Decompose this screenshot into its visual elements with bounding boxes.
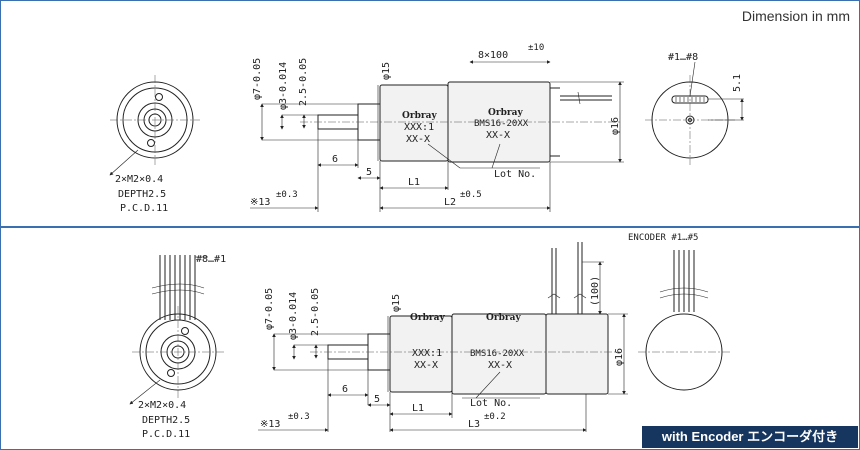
bottom-d3-label: φ3-0.014 [288, 292, 299, 340]
top-gearhead-code: XX-X [406, 134, 430, 145]
top-L1-label: L1 [408, 177, 420, 188]
bottom-holes-label: 2×M2×0.4 [138, 400, 186, 411]
top-holes-label: 2×M2×0.4 [115, 174, 163, 185]
top-motor-model: BMS16-20XX [474, 119, 529, 129]
bottom-d25-label: 2.5-0.05 [310, 288, 321, 336]
top-d7-label: φ7-0.05 [252, 58, 263, 100]
top-L2-label: L2 [444, 197, 456, 208]
bottom-l13-tol: ±0.3 [288, 412, 310, 422]
bottom-d16-label: φ16 [614, 348, 625, 366]
bottom-gearhead-brand: Orbray [410, 313, 445, 323]
top-pcd-label: P.C.D.11 [120, 203, 168, 214]
top-d5-label: 5 [366, 167, 372, 178]
section-divider [0, 226, 860, 228]
top-gearhead-ratio: XXX:1 [404, 122, 434, 133]
top-gearhead-brand: Orbray [402, 111, 437, 121]
bottom-depth-label: DEPTH2.5 [142, 415, 190, 426]
bottom-lot-label: Lot No. [470, 398, 512, 409]
top-d6-label: 6 [332, 154, 338, 165]
top-rear-view: #1…#8 5.1 [645, 52, 744, 165]
bottom-motor-code: XX-X [488, 360, 512, 371]
bottom-motor-model: BMS16-20XX [470, 349, 525, 359]
bottom-d7-label: φ7-0.05 [264, 288, 275, 330]
bottom-front-view: #8…#1 2×M2×0.4 DEPTH2.5 P.C.D.11 [129, 254, 226, 440]
bottom-encoder-pins-label: ENCODER #1…#5 [628, 233, 698, 243]
bottom-side-view: Orbray XXX:1 XX-X Orbray BMS16-20XX XX-X… [258, 242, 628, 432]
bottom-d5-label: 5 [374, 394, 380, 405]
bottom-gearhead-ratio: XXX:1 [412, 348, 442, 359]
bottom-l13-label: ※13 [260, 419, 280, 430]
top-depth-label: DEPTH2.5 [118, 189, 166, 200]
bottom-wires-label: #8…#1 [196, 254, 226, 265]
bottom-pcd-label: P.C.D.11 [142, 429, 190, 440]
top-motor-code: XX-X [486, 130, 510, 141]
top-d25-label: 2.5-0.05 [298, 58, 309, 106]
top-lot-label: Lot No. [494, 169, 536, 180]
bottom-L1-label: L1 [412, 403, 424, 414]
top-d15-label: φ15 [381, 62, 392, 80]
unit-label: Dimension in mm [741, 8, 850, 24]
top-lead-label: 8×100 [478, 50, 508, 61]
top-rear-dim: 5.1 [732, 74, 743, 92]
top-side-view: Orbray XXX:1 XX-X Orbray BMS16-20XX XX-X… [250, 43, 624, 212]
top-pins-label: #1…#8 [668, 52, 698, 63]
top-motor-brand: Orbray [488, 108, 523, 118]
top-l13-tol: ±0.3 [276, 190, 298, 200]
bottom-d15-label: φ15 [391, 294, 402, 312]
bottom-L3-tol: ±0.2 [484, 412, 506, 422]
top-front-view: 2×M2×0.4 DEPTH2.5 P.C.D.11 [109, 75, 200, 214]
bottom-d6-label: 6 [342, 384, 348, 395]
top-L2-tol: ±0.5 [460, 190, 482, 200]
top-l13-label: ※13 [250, 197, 270, 208]
bottom-lead-label: (100) [590, 276, 601, 306]
bottom-motor-brand: Orbray [486, 313, 521, 323]
top-lead-tol: ±10 [528, 43, 544, 53]
top-d16-label: φ16 [610, 117, 621, 135]
encoder-badge: with Encoder エンコーダ付き [642, 426, 858, 448]
bottom-L3-label: L3 [468, 419, 480, 430]
bottom-rear-view: ENCODER #1…#5 [628, 233, 730, 391]
bottom-gearhead-code: XX-X [414, 360, 438, 371]
top-d3-label: φ3-0.014 [278, 62, 289, 110]
